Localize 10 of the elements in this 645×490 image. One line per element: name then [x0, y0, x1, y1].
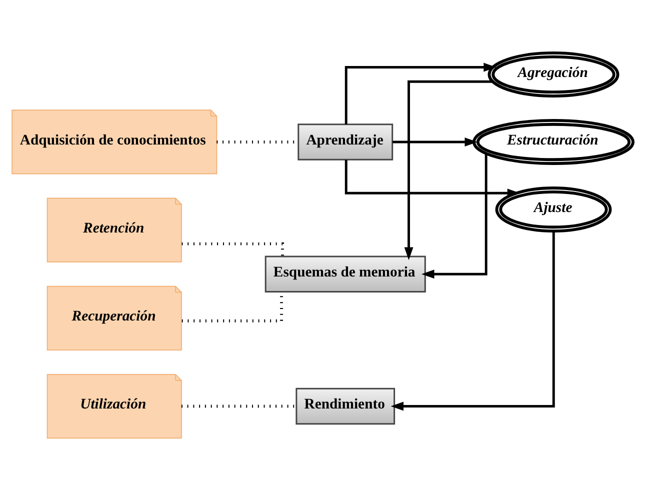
- arrow: [421, 153, 488, 278]
- node-ellipse: Estructuración: [472, 118, 635, 164]
- arrow: [390, 230, 555, 410]
- arrow: [404, 80, 493, 260]
- node-box: Rendimiento: [296, 387, 396, 424]
- node-ellipse: Agregación: [488, 50, 620, 97]
- node-box: Aprendizaje: [298, 123, 394, 160]
- arrow: [344, 62, 496, 124]
- arrow: [392, 137, 478, 146]
- node-box: Esquemas de memoria: [264, 255, 426, 292]
